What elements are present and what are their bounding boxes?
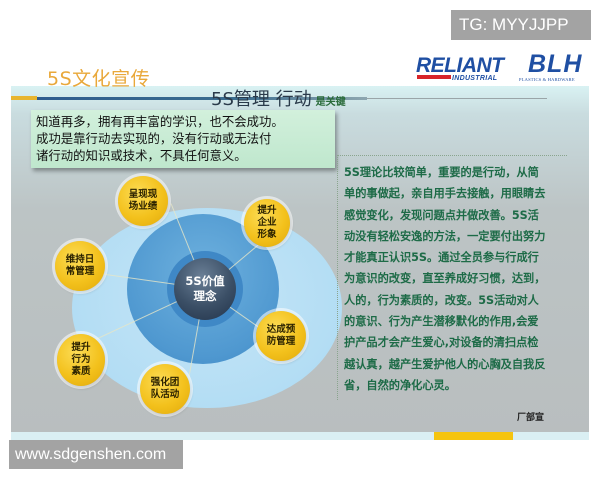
title-accent-yellow [11, 96, 37, 100]
bubble-label-line: 形象 [257, 229, 277, 240]
bubble-label-line: 队活动 [150, 389, 180, 400]
bottom-strip [11, 432, 589, 440]
blh-logo-subtitle: PLASTICS & HARDWARE [519, 77, 575, 82]
body-text-line: 人的，行为素质的，改变。5S活动对人 [344, 293, 539, 307]
quote-line: 成功是靠行动去实现的，没有行动或无法付 [36, 131, 272, 146]
bubble-label-line: 防管理 [266, 336, 296, 347]
bubble-label-line: 企业 [257, 217, 277, 228]
bubble-label-line: 呈现现 [128, 189, 158, 200]
quote-box: 知道再多，拥有再丰富的学识，也不会成功。 成功是靠行动去实现的，没有行动或无法付… [31, 110, 335, 168]
bubble-label-line: 场业绩 [128, 201, 158, 212]
reliant-logo-subtitle: INDUSTRIAL [452, 75, 498, 82]
section-title-text: 5S管理 行动 [211, 89, 312, 110]
bubble-label-line: 行为 [71, 354, 91, 365]
diagram-core: 5S价值 理念 [174, 258, 236, 320]
core-label-line: 5S价值 [185, 274, 225, 288]
tg-watermark: TG: MYYJJPP [451, 10, 591, 40]
bubble-label-line: 常管理 [65, 266, 95, 277]
reliant-logo-text: RELIANT [416, 54, 504, 77]
body-text-line: 动没有轻松安逸的方法，一定要付出努力 [344, 229, 546, 243]
body-text-line: 才能真正认识5S。通过全员参与行成行 [344, 251, 539, 265]
bubble-team-activity: 强化团队活动 [140, 364, 190, 414]
reliant-logo-bar [417, 75, 451, 79]
bubble-label-line: 强化团 [150, 377, 180, 388]
body-text-line: 单的事做起，亲自用手去接触，用眼睛去 [344, 187, 546, 201]
core-label-line: 理念 [193, 289, 217, 303]
body-text-line: 护产品才会产生爱心,对设备的清扫点检 [344, 336, 539, 350]
site-watermark: www.sdgenshen.com [9, 440, 183, 469]
slide-title: 5S文化宣传 [47, 68, 151, 90]
body-text-line: 为意识的改变，直至养成好习惯，达到， [344, 272, 546, 286]
bubble-show-performance: 呈现现场业绩 [118, 176, 168, 226]
bubble-improve-image: 提升企业形象 [244, 199, 290, 247]
title-divider-gray [367, 98, 547, 99]
body-text-line: 5S理论比较简单，重要的是行动，从简 [344, 166, 539, 179]
body-text-line: 感觉变化，发现问题点并做改善。5S活 [344, 208, 539, 222]
signature: 厂部宣 [517, 413, 545, 423]
body-text-line: 的意识、行为产生潜移默化的作用,会爱 [344, 315, 539, 329]
bubble-label-line: 提升 [257, 205, 277, 216]
bubble-label-line: 维持日 [65, 254, 95, 265]
bubble-label-line: 素质 [71, 366, 91, 377]
body-text-line: 省，自然的净化心灵。 [344, 378, 456, 392]
blh-logo-text: BLH [528, 50, 583, 78]
body-text-panel: 5S理论比较简单，重要的是行动，从简 单的事做起，亲自用手去接触，用眼睛去 感觉… [337, 155, 567, 400]
section-title: 5S管理 行动是关键 [211, 85, 346, 111]
body-text-line: 越认真，越产生爱护他人的心胸及自我反 [344, 357, 546, 371]
bubble-label-line: 提升 [71, 342, 91, 353]
bubble-preventive-management: 达成预防管理 [256, 311, 306, 361]
quote-line: 知道再多，拥有再丰富的学识，也不会成功。 [36, 114, 284, 129]
bubble-daily-management: 维持日常管理 [55, 241, 105, 291]
section-title-key: 是关键 [315, 97, 346, 108]
title-divider-blue [37, 97, 367, 100]
quote-line: 诸行动的知识或技术，不具任何意义。 [36, 148, 247, 163]
bubble-label-line: 达成预 [266, 324, 296, 335]
bubble-improve-behavior: 提升行为素质 [57, 334, 105, 386]
bottom-accent-yellow [434, 432, 513, 440]
